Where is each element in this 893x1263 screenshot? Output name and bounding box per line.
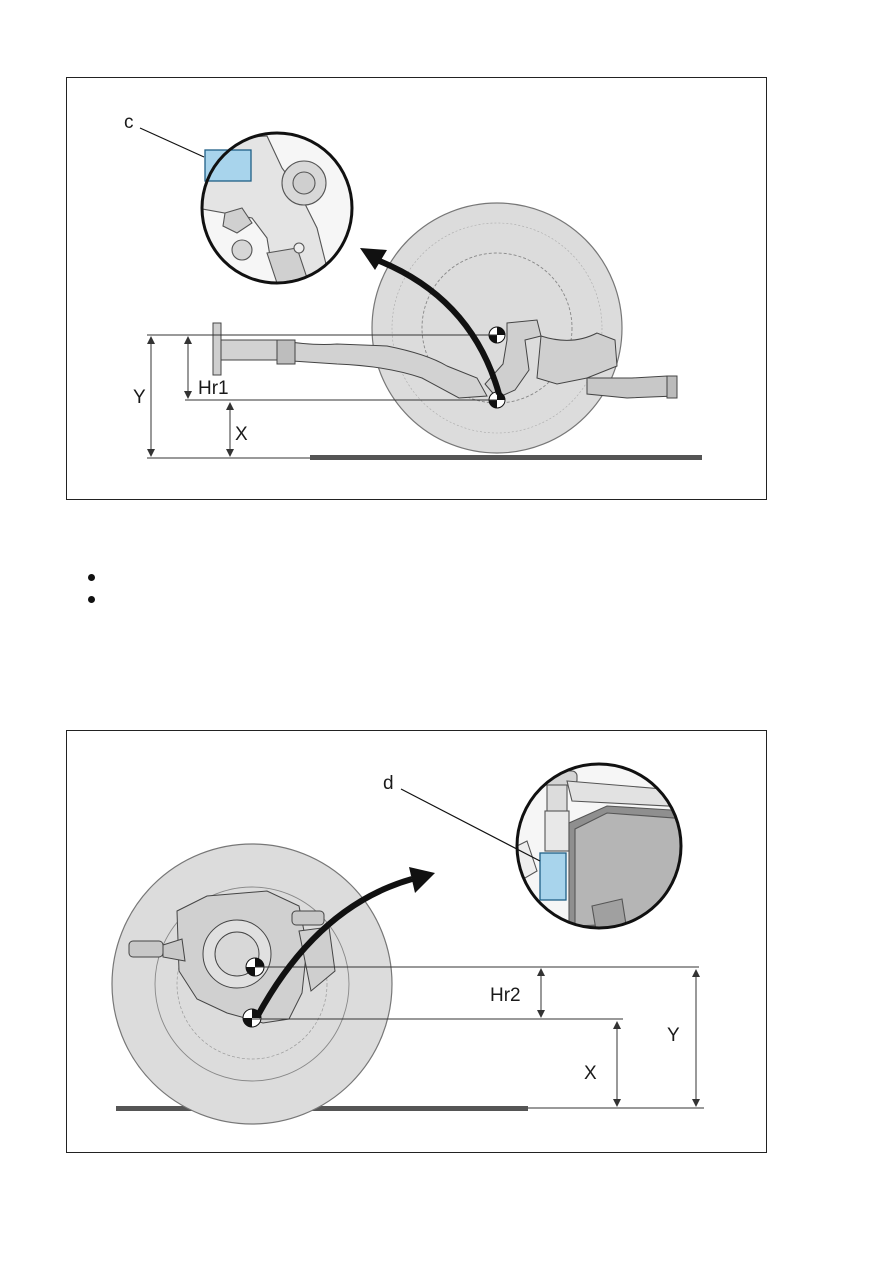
rear-axle-arm [212,319,678,399]
detail-highlight-c [204,149,252,182]
figure1-drawing: c Y Hr1 X [124,112,702,460]
leader-line-d [400,788,541,862]
callout-arrow [360,248,502,395]
label-d: d [383,773,394,794]
dimension-arrowheads [537,968,700,1107]
dimension-lines [252,966,704,1109]
label-y: Y [133,387,146,408]
dimension-arrowheads [147,336,234,457]
detail-view-circle [200,131,354,285]
figure-front-height-hr2: d Hr2 Y X [66,730,767,1153]
detail-view-circle [515,762,683,930]
label-y: Y [667,1025,680,1046]
label-x: X [235,424,248,445]
label-x: X [584,1063,597,1084]
bullet-dot [88,596,95,603]
figure-rear-height-hr1: c Y Hr1 X [66,77,767,500]
ground-line [310,455,702,460]
dimension-lines [147,334,497,459]
leader-line-c [139,127,205,158]
ground-line [116,1106,528,1111]
detail-highlight-d [539,852,567,901]
label-c: c [124,112,134,133]
label-hr1: Hr1 [198,378,229,399]
callout-arrow [254,867,435,1019]
bullet-dot [88,574,95,581]
label-hr2: Hr2 [490,985,521,1006]
figure2-drawing: d Hr2 Y X [111,762,704,1125]
